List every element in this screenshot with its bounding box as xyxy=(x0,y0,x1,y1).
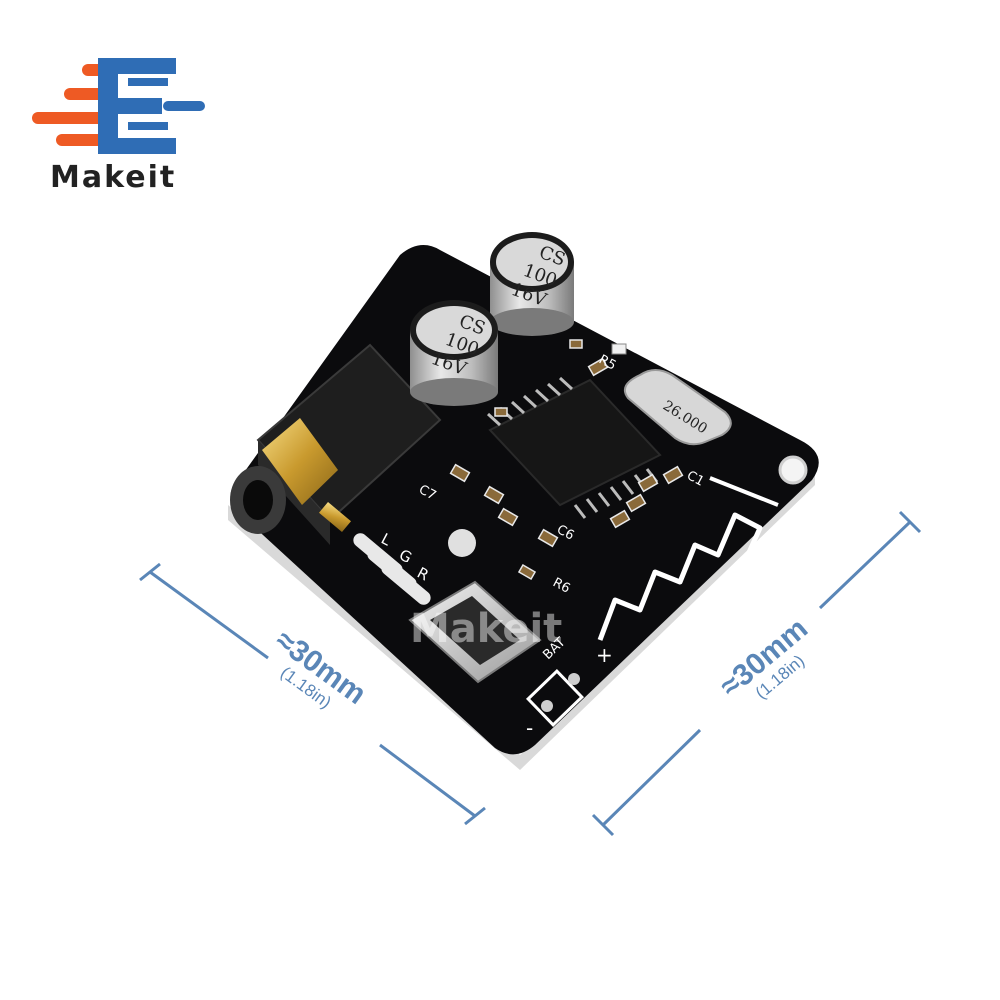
label-c7: C7 xyxy=(416,482,438,503)
battery-pads xyxy=(525,669,585,727)
label-r5: R5 xyxy=(596,352,618,373)
bluetooth-antenna-trace xyxy=(597,512,763,641)
label-minus: - xyxy=(526,716,533,740)
capacitor-2: CS 100 16V xyxy=(490,232,574,336)
audio-jack-3-5mm xyxy=(230,343,442,545)
logo-blue-e-icon xyxy=(98,58,205,154)
micro-usb-port xyxy=(408,580,542,684)
main-ic-chip xyxy=(486,376,662,519)
brand-name: Makeit xyxy=(50,160,177,195)
dimension-line-right xyxy=(591,510,922,837)
capacitor-1: CS 100 16V xyxy=(410,300,498,406)
label-r6: R6 xyxy=(550,575,572,596)
dimension-line-left xyxy=(139,562,486,826)
label-c6: C6 xyxy=(554,522,576,543)
smd-components xyxy=(449,339,684,580)
label-plus: + xyxy=(596,643,613,667)
label-x1: X1 xyxy=(673,350,695,371)
audio-solder-pads xyxy=(353,533,431,605)
brand-logo xyxy=(32,58,205,154)
center-hole xyxy=(448,529,476,557)
crystal-oscillator: 26.000 xyxy=(624,369,732,446)
mounting-hole xyxy=(778,455,808,485)
logo-orange-traces-icon xyxy=(32,64,106,146)
status-led-icon xyxy=(611,343,627,355)
bluetooth-audio-board: 26.000 xyxy=(228,232,819,770)
label-c1: C1 xyxy=(684,468,706,489)
watermark: Makeit xyxy=(410,606,562,652)
